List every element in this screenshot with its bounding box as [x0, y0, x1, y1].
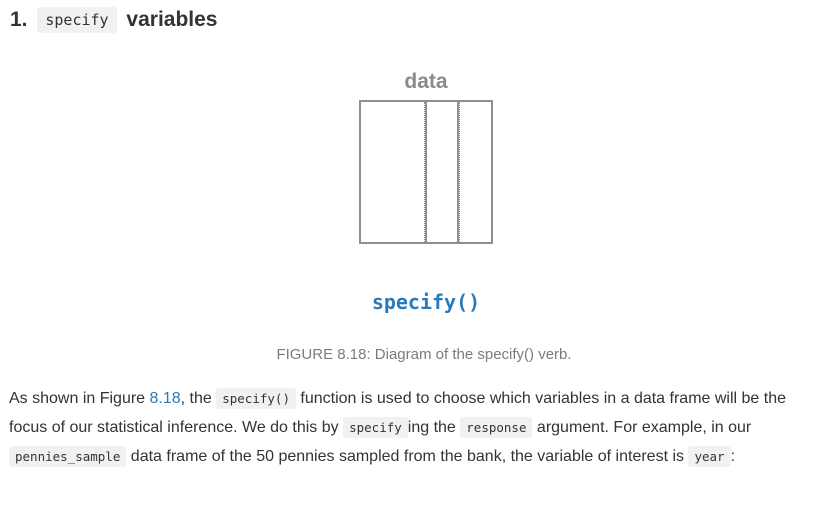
para-text-1: As shown in Figure [9, 390, 150, 407]
heading-code: specify [37, 7, 117, 33]
inline-code-response: response [460, 417, 533, 438]
section-heading: 1. specify variables [10, 7, 218, 33]
inline-code-specify: specify [343, 417, 408, 438]
para-text-2: , the [180, 390, 217, 407]
para-text-3: function is used to choose which variabl… [9, 390, 787, 436]
para-text-7: : [730, 448, 736, 465]
column-divider-solid-right [457, 102, 459, 242]
inline-code-year: year [688, 446, 731, 467]
figure-caption: FIGURE 8.18: Diagram of the specify() ve… [276, 346, 572, 363]
figure-link[interactable]: 8.18 [149, 390, 181, 407]
data-frame-diagram [359, 100, 493, 244]
column-divider-solid-left [425, 102, 427, 242]
diagram-verb-label: specify() [371, 290, 481, 314]
specify-diagram-figure: data specify() FIGURE 8.18: Diagram of t… [276, 70, 572, 363]
column-divider-dotted-left [424, 102, 425, 242]
heading-text: variables [126, 8, 218, 31]
para-text-4: ing the [407, 419, 461, 436]
inline-code-pennies-sample: pennies_sample [9, 446, 127, 467]
diagram-data-label: data [404, 70, 448, 93]
column-divider-dotted-right [459, 102, 460, 242]
inline-code-specify-fn: specify() [216, 388, 296, 409]
section-number: 1. [10, 8, 28, 31]
para-text-5: argument. For example, in our [532, 419, 752, 436]
body-paragraph: As shown in Figure 8.18, the specify() f… [9, 384, 824, 471]
para-text-6: data frame of the 50 pennies sampled fro… [126, 448, 689, 465]
